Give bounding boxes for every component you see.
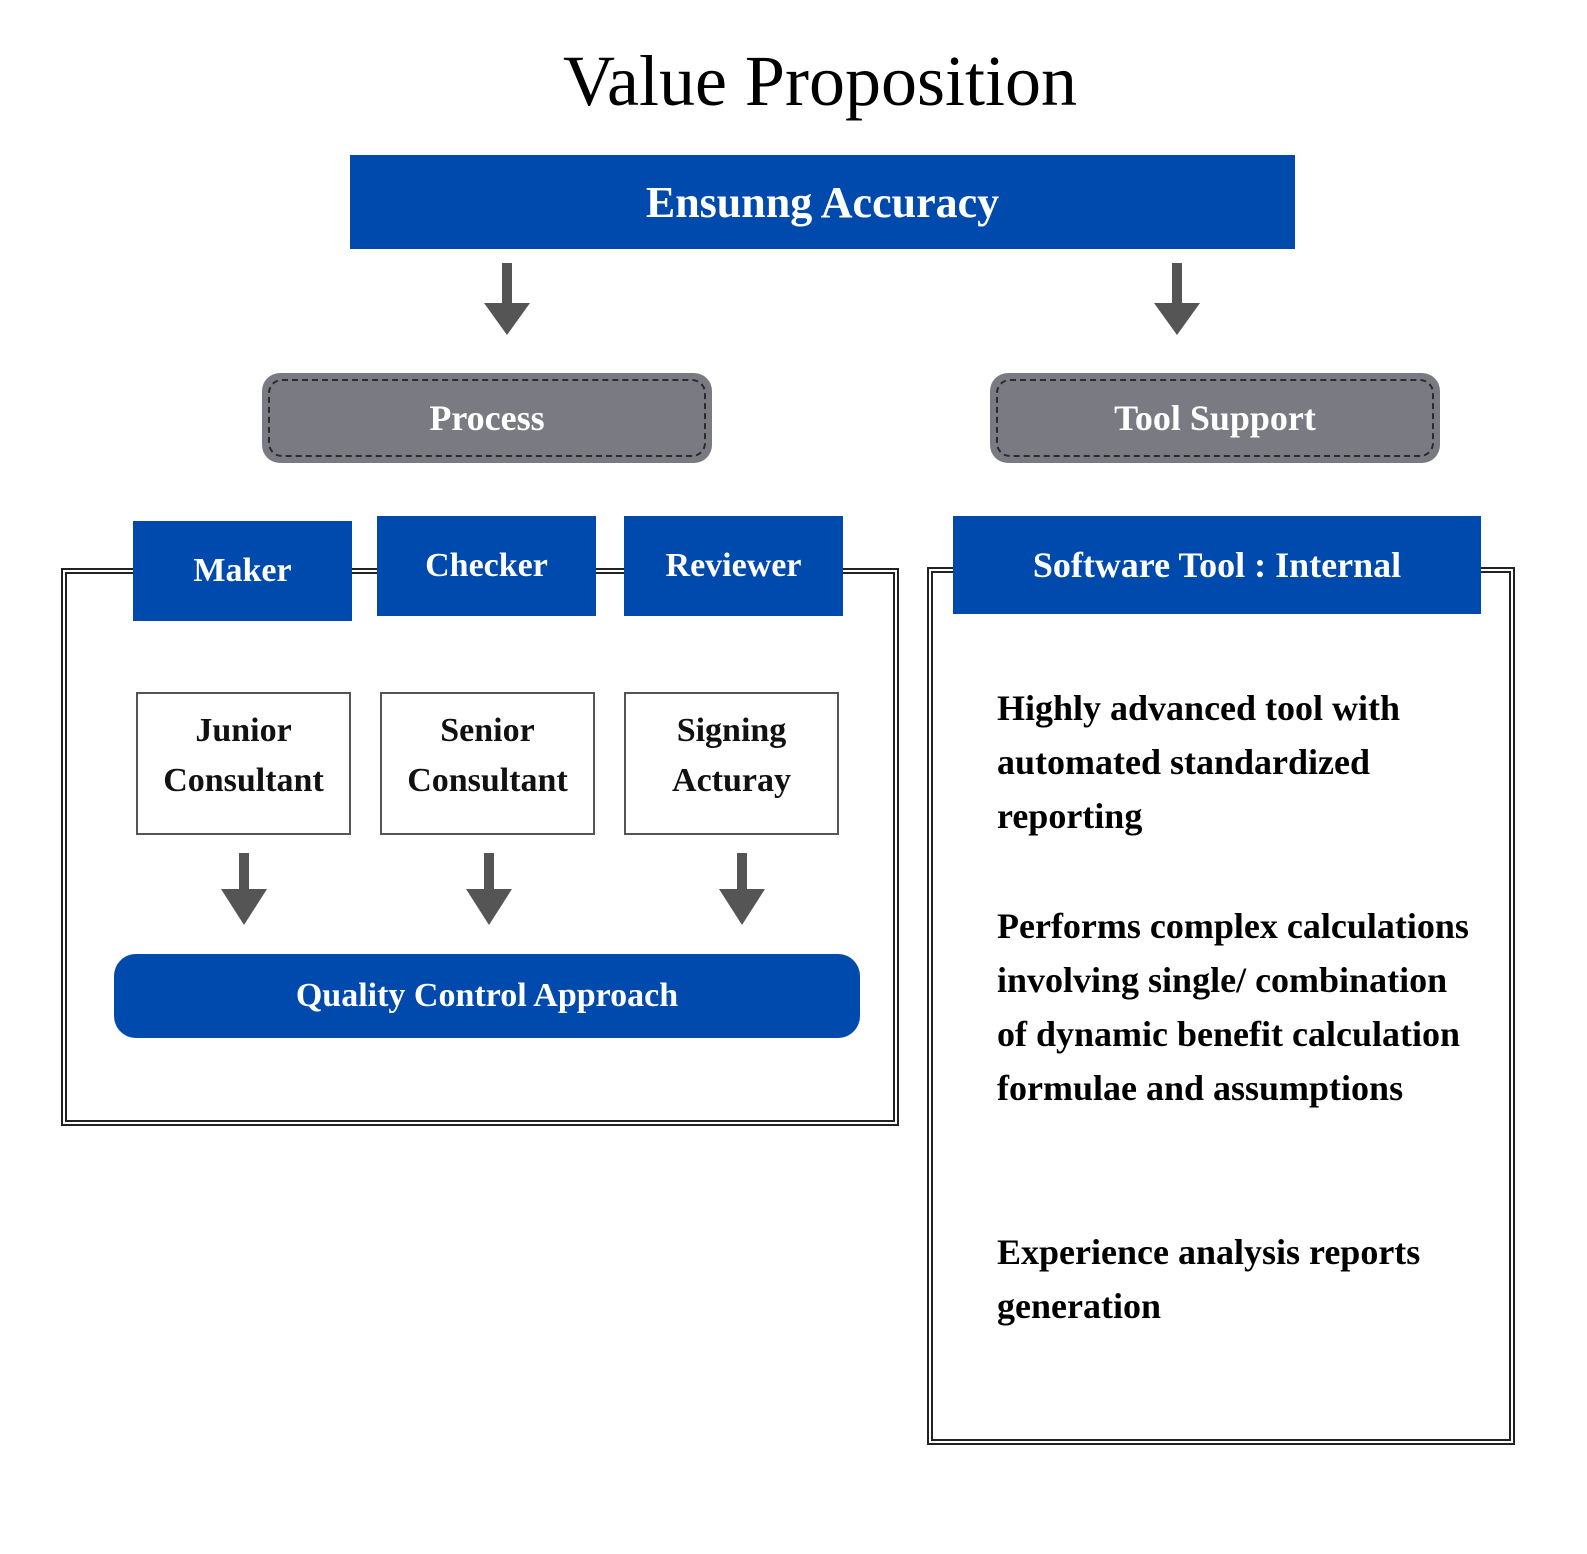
process-label: Process — [429, 398, 545, 438]
tool-feature-text: Experience analysis reports generation — [997, 1232, 1421, 1326]
person-line: Consultant — [163, 762, 324, 799]
process-pill: Process — [262, 373, 712, 463]
diagram-title: Value Proposition — [563, 41, 1077, 121]
person-line: Junior — [195, 712, 292, 749]
quality-control-label: Quality Control Approach — [295, 977, 679, 1014]
arrow-down-icon — [464, 853, 514, 933]
ensuring-accuracy-box: Ensunng Accuracy — [350, 155, 1295, 249]
role-label: Checker — [425, 547, 548, 584]
software-tool-header: Software Tool : Internal — [953, 516, 1481, 614]
tool-support-label: Tool Support — [1114, 398, 1316, 438]
person-line: Consultant — [407, 762, 568, 799]
arrow-down-icon — [219, 853, 269, 933]
person-line: Signing — [676, 712, 787, 749]
process-panel-frame — [61, 568, 899, 1126]
role-tab-reviewer: Reviewer — [624, 516, 843, 616]
software-tool-label: Software Tool : Internal — [1032, 545, 1402, 585]
arrow-down-icon — [482, 263, 532, 343]
tool-feature-text: Highly advanced tool with automated stan… — [997, 688, 1401, 836]
role-tab-checker: Checker — [377, 516, 596, 616]
person-line: Senior — [440, 712, 535, 749]
role-label: Maker — [193, 552, 292, 589]
tool-support-pill: Tool Support — [990, 373, 1440, 463]
quality-control-approach-box: Quality Control Approach — [114, 954, 860, 1038]
person-line: Acturay — [672, 762, 791, 799]
role-tab-maker: Maker — [133, 521, 352, 621]
ensuring-accuracy-label: Ensunng Accuracy — [645, 177, 1000, 227]
tool-feature-text: Performs complex calculations involving … — [997, 906, 1469, 1108]
arrow-down-icon — [1152, 263, 1202, 343]
arrow-down-icon — [717, 853, 767, 933]
role-label: Reviewer — [665, 547, 802, 584]
